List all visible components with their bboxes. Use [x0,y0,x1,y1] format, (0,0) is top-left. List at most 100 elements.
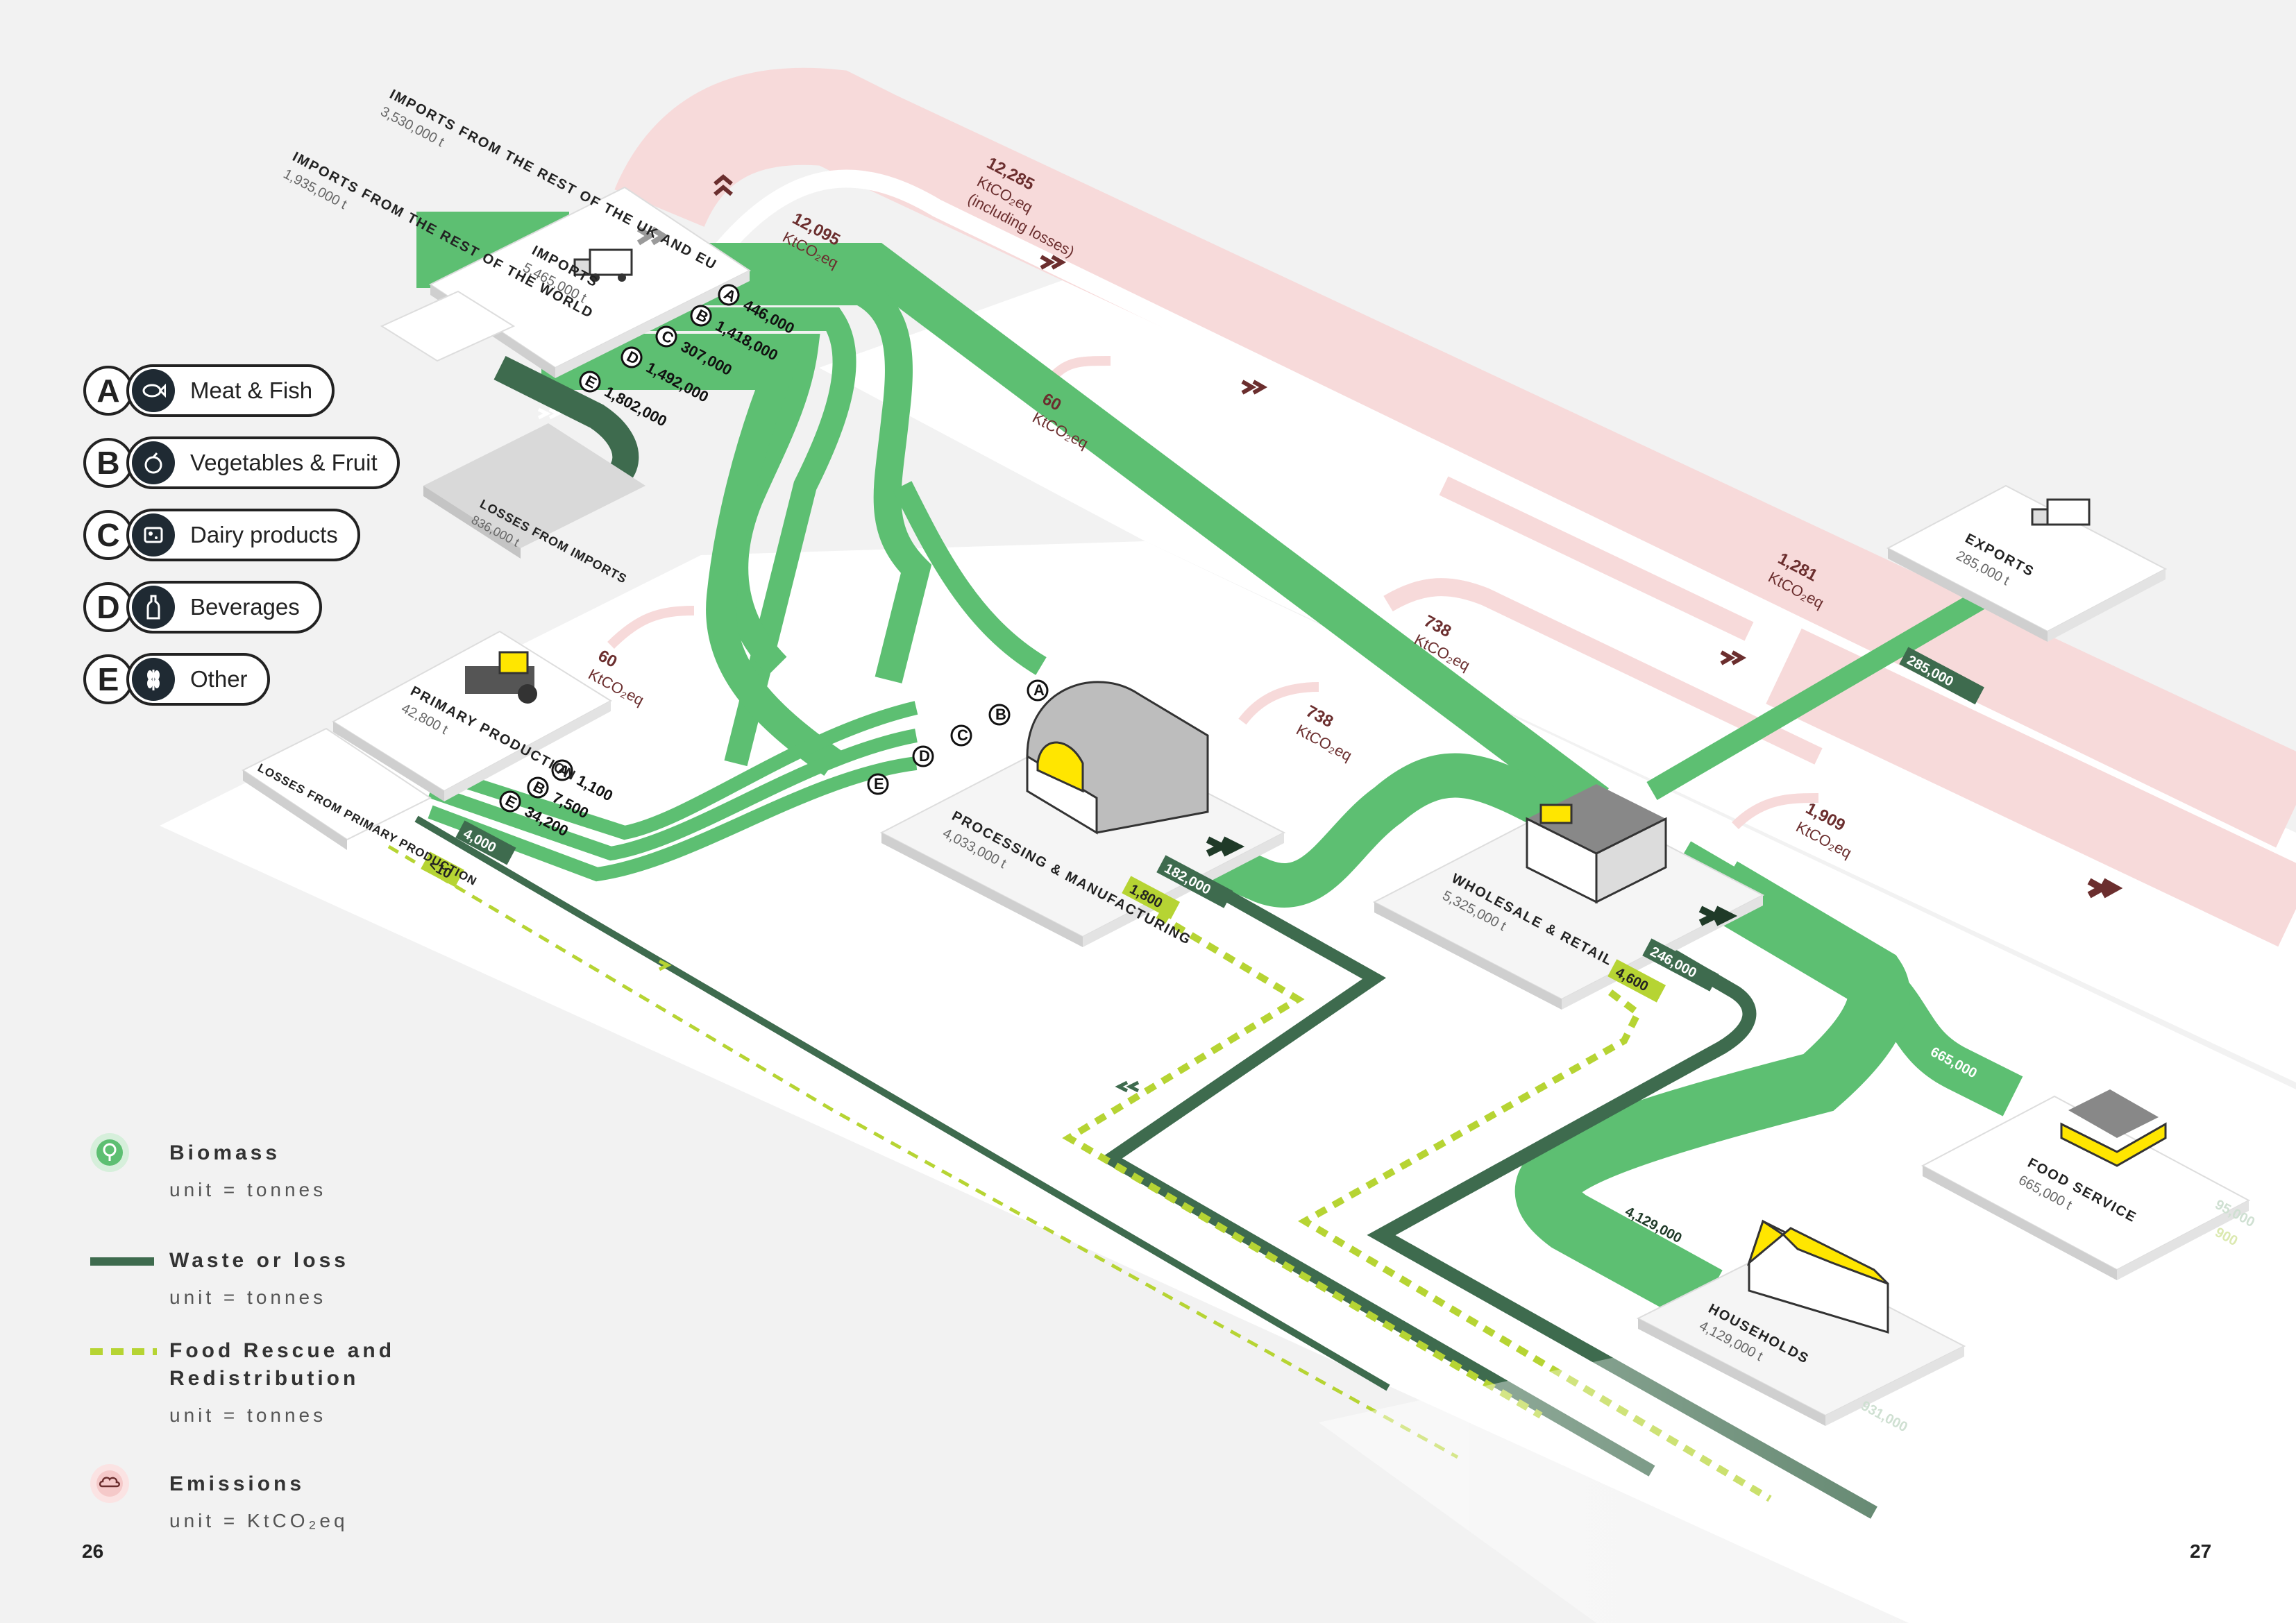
cheese-icon [132,513,175,556]
rescue-swatch [90,1348,157,1355]
legend-waste-unit: unit = tonnes [169,1286,327,1308]
page-number-left: 26 [82,1540,104,1562]
svg-text:D: D [919,747,930,765]
chevron-icon [714,174,733,196]
shop-icon [1526,784,1667,904]
legend-label: Beverages [190,594,300,620]
node-primary [332,630,612,801]
chevron-markers [537,174,2123,1093]
legend-emissions: Emissions unit = KtCO₂eq [90,1464,348,1532]
legend-rescue: Food Rescue and Redistribution unit = to… [90,1339,395,1427]
chevron-icon [1206,836,1245,857]
emissions-branch-primary [607,606,695,649]
legend-letter: A [83,366,133,416]
processing-letters: A B C D E [867,679,1049,795]
emissions-band-gap [715,169,2296,876]
flow-wholesale-exports [1646,588,1991,800]
node-losses-imports [423,423,645,559]
legend-item-vegetables-fruit: B Vegetables & Fruit [83,436,400,489]
emissions-branch-processing [1238,682,1319,725]
emissions-band-wholesale [1766,628,2296,947]
legend-item-beverages: D Beverages [83,581,322,634]
chevron-icon [1698,906,1738,926]
flow-wholesale-households [1514,861,1911,1325]
apple-icon [132,441,175,484]
legend-biomass: Biomass unit = tonnes [90,1133,327,1201]
waste-swatch [90,1257,154,1266]
legend-letter: D [83,582,133,632]
tree-icon [90,1133,129,1172]
primary-flows [428,701,918,882]
chevron-icon [1115,1080,1140,1093]
legend-rescue-title-2: Redistribution [169,1367,360,1390]
flow-imports-merge [893,481,1047,675]
chevron-icon [658,959,672,971]
legend-rescue-title-1: Food Rescue and [169,1339,396,1362]
rescue-primary [387,844,1459,1459]
rescue-wholesale [1298,989,1772,1502]
chevron-icon [1040,255,1067,270]
flow-primary-b [428,729,918,861]
svg-text:E: E [874,775,884,792]
fish-icon [132,369,175,412]
flow-imports-c [597,307,856,767]
chevron-icon [537,407,562,420]
flow-imports-b [625,278,932,683]
flow-primary-a [428,701,918,840]
emissions-flows [607,67,2296,947]
wheat-icon [132,658,175,701]
legend-emissions-title: Emissions [169,1472,305,1495]
legend-item-other: E Other [83,653,270,706]
houses-icon [1746,1219,1889,1334]
truck-icon-exports [2031,498,2091,526]
legend-label: Dairy products [190,522,338,547]
legend-item-dairy: C Dairy products [83,509,360,561]
waste-flows [414,815,1877,1519]
chevron-icon [1720,650,1747,665]
tractor-icon [465,651,537,704]
page-number-right: 27 [2190,1540,2212,1562]
cloud-icon [90,1464,129,1503]
chevron-icon [2087,878,2123,899]
legend-letter: C [83,510,133,560]
rescue-flows [387,844,1772,1502]
legend-item-meat-fish: A Meat & Fish [83,364,335,417]
emissions-branch-wholesale [1732,793,1819,830]
waste-processing [1099,848,1655,1477]
chevron-icon [636,226,669,246]
emissions-band-imports [614,67,2296,849]
legend-label: Meat & Fish [190,377,313,403]
cafe-icon [2060,1089,2167,1167]
waste-wholesale [1367,937,1877,1519]
node-food-service [1921,1089,2251,1280]
primary-flow-labels: A1,100 B7,500 E34,200 [499,759,616,840]
bottle-icon [132,586,175,629]
legend-biomass-unit: unit = tonnes [169,1179,327,1200]
node-small-imports [380,290,516,362]
emissions-branch-738 [1383,578,1823,765]
legend-waste: Waste or loss unit = tonnes [90,1249,349,1309]
flow-imports-e [541,359,842,776]
waste-primary [414,815,1390,1391]
svg-text:B: B [995,706,1006,723]
legend-rescue-unit: unit = tonnes [169,1404,327,1426]
chevron-icon [1241,380,1268,395]
flow-processing-wholesale [1157,753,1607,908]
svg-text:C: C [957,726,968,744]
legend-letter: B [83,438,133,488]
factory-icon [1026,681,1209,835]
legend-label: Other [190,666,248,692]
legend-emissions-unit: unit = KtCO₂eq [169,1510,348,1531]
svg-text:A: A [1033,681,1045,699]
rescue-processing [1062,892,1543,1419]
node-exports [1886,484,2168,642]
flow-primary-e [428,756,918,882]
node-losses-primary [242,727,432,850]
truck-icon [573,248,633,282]
legend-label: Vegetables & Fruit [190,450,378,475]
emissions-branch-exports [1439,476,1754,641]
emissions-branch-60 [1052,356,1111,379]
legend-waste-title: Waste or loss [169,1249,349,1272]
